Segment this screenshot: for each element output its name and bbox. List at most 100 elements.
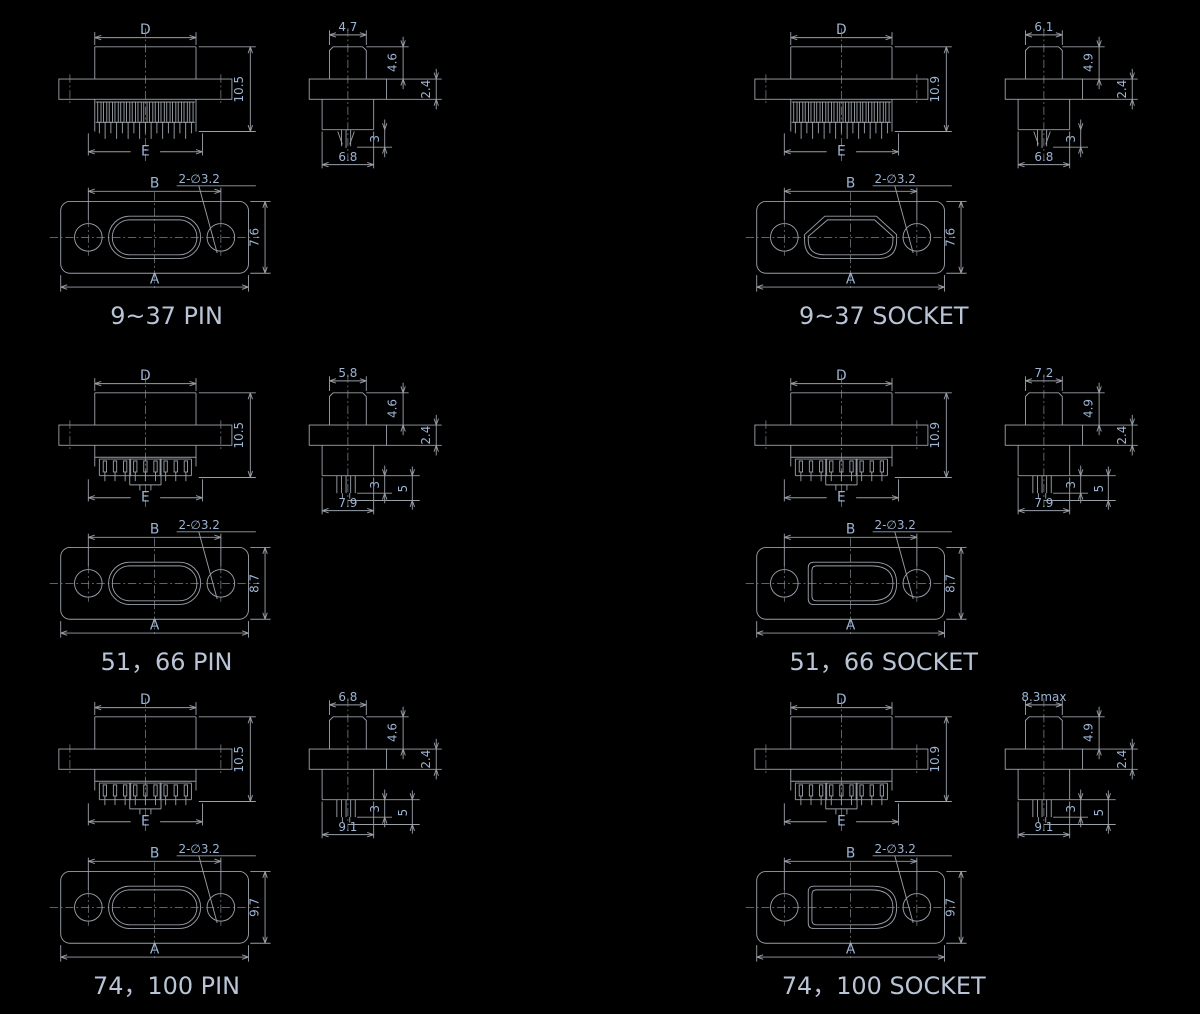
dim-text: 5 — [1092, 809, 1106, 817]
dim-text: 2.4 — [419, 80, 433, 99]
bottom-view: B A 8.7 2-∅3.2 — [745, 518, 967, 638]
bottom-view: BA9.72-∅3.2 — [49, 842, 271, 962]
dim-text: 6.8 — [338, 690, 357, 704]
dim-text: E — [837, 143, 846, 159]
dim-text: 4.9 — [1082, 53, 1096, 72]
dim-text: 2-∅3.2 — [179, 518, 220, 532]
bottom-view: B A 9.7 2-∅3.2 — [745, 842, 967, 962]
dim-text: 6.8 — [338, 150, 357, 164]
dim-text: 2-∅3.2 — [875, 842, 916, 856]
dim-text: 3 — [1064, 135, 1078, 143]
dim-text: 2.4 — [419, 750, 433, 769]
dim-text: 6.8 — [1034, 150, 1053, 164]
dim-text: 3 — [368, 805, 382, 813]
side-view: 7.2 4.9 2.4 3 5 7.9 — [1004, 366, 1138, 515]
dim-text: 7.9 — [1034, 496, 1053, 510]
dim-text: 10.9 — [928, 422, 942, 449]
dim-text: 7.6 — [944, 228, 958, 247]
side-view: 4.74.62.436.8 — [308, 20, 442, 169]
dim-text: 7.2 — [1034, 366, 1053, 380]
dim-text: 3 — [1064, 481, 1078, 489]
dim-text: 9.7 — [944, 898, 958, 917]
dim-text: B — [150, 176, 159, 192]
dim-text: 51，66 PIN — [101, 648, 233, 676]
dim-text: 3 — [1064, 805, 1078, 813]
dim-text: E — [837, 813, 846, 829]
dim-text: 7.6 — [248, 228, 262, 247]
bottom-view: BA7.62-∅3.2 — [49, 172, 271, 292]
dim-text: 4.6 — [386, 723, 400, 742]
dim-text: 8.7 — [944, 574, 958, 593]
dim-text: A — [846, 941, 856, 957]
dim-text: 9.1 — [1034, 820, 1053, 834]
dim-text: A — [150, 941, 160, 957]
dim-text: 6.1 — [1034, 20, 1053, 34]
dim-text: 2-∅3.2 — [179, 842, 220, 856]
dim-text: B — [846, 522, 855, 538]
dim-text: 2.4 — [419, 426, 433, 445]
dim-text: B — [150, 522, 159, 538]
dim-text: E — [141, 143, 150, 159]
dim-text: 4.6 — [386, 399, 400, 418]
dim-text: 10.5 — [232, 76, 246, 103]
dim-text: 10.5 — [232, 746, 246, 773]
dim-text: 9.7 — [248, 898, 262, 917]
dim-text: 5 — [396, 809, 410, 817]
side-view: 6.1 4.9 2.4 3 6.8 — [1004, 20, 1138, 169]
dim-text: 9~37 SOCKET — [799, 302, 969, 330]
dim-text: 2.4 — [1115, 426, 1129, 445]
dim-text: B — [846, 176, 855, 192]
dim-text: 9~37 PIN — [110, 302, 223, 330]
dim-text: 2.4 — [1115, 750, 1129, 769]
dim-text: A — [846, 617, 856, 633]
dim-text: A — [150, 271, 160, 287]
dim-text: 3 — [368, 481, 382, 489]
bottom-view: B A 7.6 2-∅3.2 — [745, 172, 967, 292]
dim-text: 4.9 — [1082, 399, 1096, 418]
dim-text: A — [150, 617, 160, 633]
dim-text: 4.9 — [1082, 723, 1096, 742]
dim-text: 10.9 — [928, 746, 942, 773]
dim-text: 2-∅3.2 — [875, 172, 916, 186]
dim-text: E — [141, 813, 150, 829]
dim-text: 8.7 — [248, 574, 262, 593]
dim-text: E — [837, 489, 846, 505]
dim-text: 51，66 SOCKET — [789, 648, 978, 676]
dim-text: E — [141, 489, 150, 505]
side-view: 8.3max 4.9 2.4 3 5 9.1 — [1004, 690, 1138, 839]
dim-text: B — [846, 846, 855, 862]
dim-text: 74，100 PIN — [93, 972, 240, 1000]
dim-text: 4.7 — [338, 20, 357, 34]
dim-text: 10.9 — [928, 76, 942, 103]
dim-text: 7.9 — [338, 496, 357, 510]
dim-text: 8.3max — [1021, 690, 1066, 704]
bottom-view: B A 8.7 2-∅3.2 — [49, 518, 271, 638]
dim-text: 2.4 — [1115, 80, 1129, 99]
dim-text: 5 — [1092, 485, 1106, 493]
dim-text: 2-∅3.2 — [875, 518, 916, 532]
dim-text: 10.5 — [232, 422, 246, 449]
dim-text: 5.8 — [338, 366, 357, 380]
dim-text: A — [846, 271, 856, 287]
dim-text: 74，100 SOCKET — [782, 972, 986, 1000]
dim-text: 3 — [368, 135, 382, 143]
